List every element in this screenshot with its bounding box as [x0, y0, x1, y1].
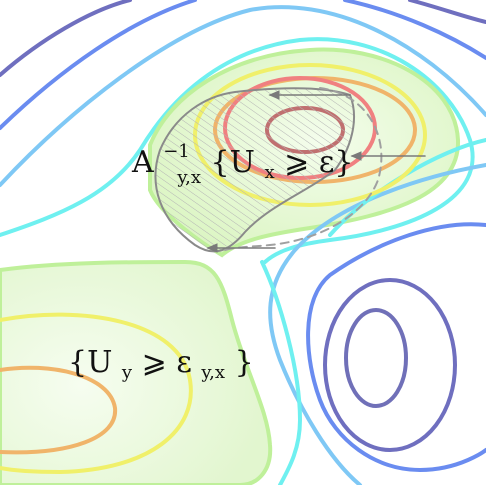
contour-blue-top [0, 0, 197, 130]
contour-cyan [0, 37, 475, 264]
contour-cyan-lower-left [260, 260, 302, 485]
region-lower-green [0, 259, 273, 485]
level-set-label-body-sub: y [121, 362, 133, 383]
preimage-label-base: A [131, 145, 154, 180]
level-set-label-body: {U [68, 345, 112, 380]
preimage-label-subscript: y,x [176, 167, 201, 188]
level-set-label-tail-sub: y,x [200, 362, 225, 383]
preimage-region [154, 87, 356, 253]
contour-purple-top-right [408, 0, 486, 24]
preimage-label: A −1 y,x {U x ⩾ ε} [131, 130, 353, 191]
level-set-label-close: } [235, 345, 254, 380]
preimage-label-body-sub: x [264, 162, 274, 183]
contour-yellow-lower [0, 312, 193, 474]
contour-blue-basin [306, 222, 486, 472]
preimage-label-rest: ⩾ ε} [284, 145, 353, 180]
contour-purple-basin-inner [344, 308, 408, 408]
contour-purple-top [0, 0, 132, 77]
contour-lightblue-right [268, 163, 486, 485]
level-set-label-mid: ⩾ ε [142, 345, 192, 380]
contour-purple-basin-outer [323, 278, 457, 452]
level-set-label: {U y ⩾ ε y,x } [68, 345, 254, 386]
contour-orange-lower [0, 365, 118, 455]
contour-lightblue-top [0, 5, 486, 187]
preimage-label-superscript: −1 [163, 141, 190, 162]
preimage-label-body: {U [211, 145, 255, 180]
dashed-curve [224, 87, 383, 251]
contour-blue-top-right [343, 0, 486, 60]
